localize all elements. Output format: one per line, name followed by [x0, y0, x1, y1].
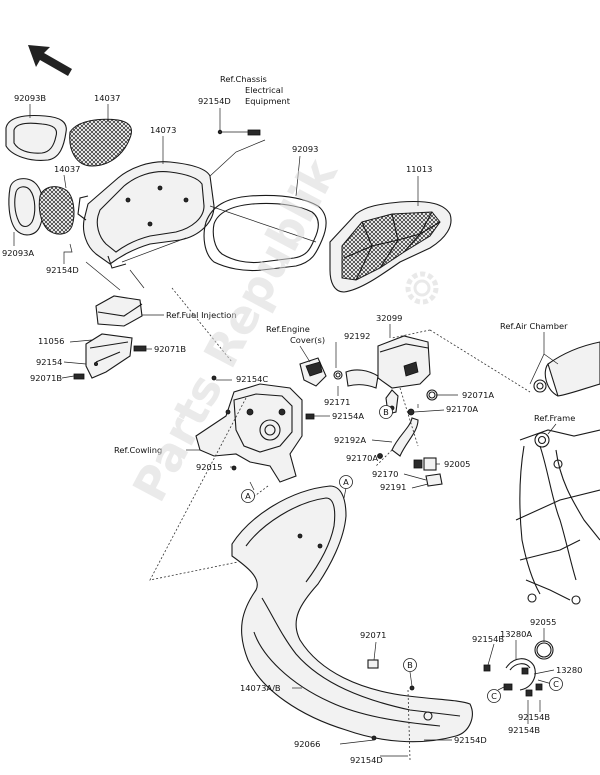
label-13280a: 13280A — [500, 629, 532, 639]
air-duct-housing-14073 — [77, 161, 215, 269]
label-11056: 11056 — [38, 336, 64, 346]
label-11013: 11013 — [406, 164, 432, 174]
label-92191: 92191 — [380, 482, 406, 492]
label-92066: 92066 — [294, 739, 320, 749]
label-92154b-top: 92154B — [472, 634, 504, 644]
gasket-92093-inner — [212, 202, 319, 264]
hose-92192 — [299, 357, 379, 389]
label-92154c: 92154C — [236, 374, 268, 384]
label-92154b-bottom: 92154B — [508, 725, 540, 735]
label-ref-engine-covers: Cover(s) — [290, 335, 325, 345]
label-92154d-ref: 92154D — [198, 96, 231, 106]
label-14073: 14073 — [150, 125, 176, 135]
cover-frame-92093b — [5, 114, 67, 161]
label-92154b-mid: 92154B — [518, 712, 550, 722]
label-92005: 92005 — [444, 459, 470, 469]
air-filter-11013 — [329, 200, 452, 293]
label-32099: 32099 — [376, 313, 402, 323]
label-92154a: 92154A — [332, 411, 364, 421]
hose-92192a — [391, 417, 419, 457]
gasket-92093 — [203, 194, 327, 272]
assembly-boundary-lines — [85, 139, 531, 761]
label-92170: 92170 — [372, 469, 398, 479]
leader-lines — [13, 104, 559, 757]
clamp-92170a-upper — [407, 408, 415, 416]
label-ref-air-chamber: Ref.Air Chamber — [500, 321, 568, 331]
clamp-band-13280 — [503, 658, 536, 691]
label-ref-fuel-injection: Ref.Fuel Injection — [166, 310, 237, 320]
o-ring-92055 — [534, 640, 554, 660]
label-ref-engine: Ref.Engine — [266, 324, 310, 334]
mark-c-left: C — [491, 691, 497, 701]
mark-b-lower: B — [407, 660, 413, 670]
label-92093a: 92093A — [2, 248, 34, 258]
watermark-gear-icon — [405, 271, 439, 305]
mesh-screen-14037-lower — [38, 186, 75, 235]
catch-tank-32099 — [377, 335, 431, 415]
label-14037-upper: 14037 — [94, 93, 120, 103]
label-92071a: 92071A — [462, 390, 494, 400]
mesh-screen-14037-upper — [69, 118, 132, 167]
frame-ref-part — [515, 429, 600, 605]
side-duct-92093a — [8, 178, 44, 236]
label-92154d-right: 92154D — [454, 735, 487, 745]
reference-marks: A A B B C C — [241, 405, 563, 703]
label-92154: 92154 — [36, 357, 62, 367]
front-direction-arrow-icon — [28, 45, 72, 76]
bolts-92154b — [483, 664, 543, 697]
bracket-11056 — [73, 295, 147, 380]
mark-c-right: C — [553, 679, 559, 689]
mark-a-left: A — [245, 491, 251, 501]
label-ref-cowling: Ref.Cowling — [114, 445, 162, 455]
mark-a-right: A — [343, 477, 349, 487]
label-92071b-left: 92071B — [30, 373, 62, 383]
label-92170a-upper: 92170A — [446, 404, 478, 414]
label-92192a: 92192A — [334, 435, 366, 445]
main-intake-duct-14073ab — [231, 485, 473, 743]
label-92154d-bottom: 92154D — [350, 755, 383, 765]
label-92071b-right: 92071B — [154, 344, 186, 354]
label-92154d-left: 92154D — [46, 265, 79, 275]
label-ref-chassis-1: Ref.Chassis — [220, 74, 267, 84]
label-14073ab: 14073A/B — [240, 683, 281, 693]
label-13280: 13280 — [556, 665, 582, 675]
ref-chassis-fastener — [217, 129, 261, 136]
label-ref-chassis-2: Electrical — [245, 85, 283, 95]
label-92192: 92192 — [344, 331, 370, 341]
air-chamber-ref-part — [533, 341, 600, 397]
bolt-92071b-left — [73, 373, 85, 380]
label-92015: 92015 — [196, 462, 222, 472]
label-92055: 92055 — [530, 617, 556, 627]
label-92170a-lower: 92170A — [346, 453, 378, 463]
label-ref-frame: Ref.Frame — [534, 413, 575, 423]
label-92171: 92171 — [324, 397, 350, 407]
label-92071: 92071 — [360, 630, 386, 640]
mount-bracket — [195, 375, 315, 483]
bolt-92071b-right — [133, 345, 147, 352]
part-labels: 92093B 14037 14073 14037 92093A 92154D 9… — [2, 74, 582, 765]
label-92093: 92093 — [292, 144, 318, 154]
mark-b-upper: B — [383, 407, 389, 417]
o-ring-92055-inner — [536, 642, 552, 658]
label-14037-lower: 14037 — [54, 164, 80, 174]
clamp-92071a-inner — [428, 391, 436, 399]
label-92093b: 92093B — [14, 93, 46, 103]
label-ref-chassis-3: Equipment — [245, 96, 291, 106]
